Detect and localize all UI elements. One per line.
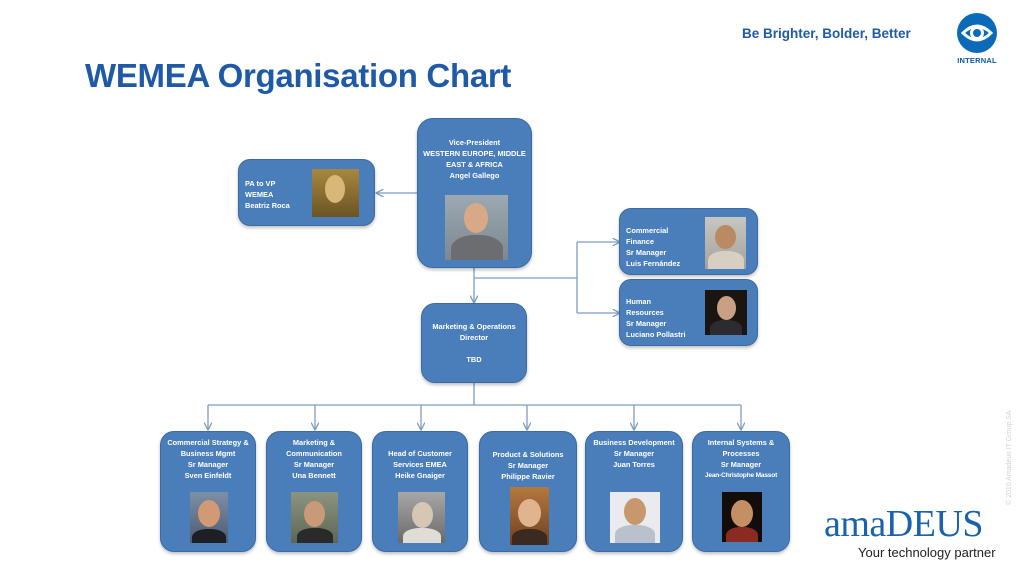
mgr4-photo	[510, 487, 549, 545]
badge-label: INTERNAL	[957, 56, 997, 65]
mgr4-name: Philippe Ravier	[501, 472, 555, 481]
finance-text: Commercial Finance Sr Manager Luis Ferná…	[626, 225, 680, 269]
hr-name: Luciano Pollastri	[626, 330, 686, 339]
mgr2-line-1: Marketing &	[292, 438, 336, 447]
mgr4-text: Product & Solutions Sr Manager Philippe …	[480, 449, 576, 482]
vp-photo	[445, 195, 508, 260]
mgr6-text: Internal Systems & Processes Sr Manager …	[693, 437, 789, 481]
mgr5-name: Juan Torres	[613, 460, 655, 469]
director-box[interactable]: Marketing & Operations Director TBD	[421, 303, 527, 383]
manager-box-commercial-strategy[interactable]: Commercial Strategy & Business Mgmt Sr M…	[160, 431, 256, 552]
mgr3-name: Heike Gnaiger	[395, 471, 445, 480]
mgr2-name: Una Bennett	[292, 471, 336, 480]
pa-photo	[312, 169, 359, 217]
mgr1-name: Sven Einfeldt	[184, 471, 232, 480]
pa-text: PA to VP WEMEA Beatriz Roca	[245, 178, 290, 211]
amadeus-logo: amaDEUS	[824, 503, 984, 545]
mgr3-text: Head of Customer Services EMEA Heike Gna…	[373, 448, 467, 481]
manager-box-internal-systems[interactable]: Internal Systems & Processes Sr Manager …	[692, 431, 790, 552]
mgr4-line-1: Product & Solutions	[492, 450, 564, 459]
mgr2-photo	[291, 492, 338, 543]
hr-text: Human Resources Sr Manager Luciano Polla…	[626, 296, 686, 340]
mgr6-photo	[722, 492, 762, 542]
vp-role: Vice-President	[448, 138, 501, 147]
hr-photo	[705, 290, 747, 335]
mgr1-title: Sr Manager	[187, 460, 229, 469]
mgr6-name: Jean-Christophe Massot	[704, 472, 778, 479]
pa-name: Beatriz Roca	[245, 201, 290, 210]
mgr6-line-2: Processes	[722, 449, 760, 458]
pa-box[interactable]: PA to VP WEMEA Beatriz Roca	[238, 159, 375, 226]
staff-box-finance[interactable]: Commercial Finance Sr Manager Luis Ferná…	[619, 208, 758, 275]
mgr5-line-1: Business Development	[593, 438, 675, 447]
page-title: WEMEA Organisation Chart	[85, 57, 512, 94]
mgr3-line-2: Services EMEA	[393, 460, 447, 469]
mgr5-title: Sr Manager	[613, 449, 655, 458]
director-spacer	[422, 343, 526, 354]
mgr1-line-1: Commercial Strategy &	[167, 438, 249, 447]
mgr1-text: Commercial Strategy & Business Mgmt Sr M…	[161, 437, 255, 481]
hr-dept-1: Human	[626, 297, 652, 306]
vp-name: Angel Gallego	[449, 171, 500, 180]
vp-region-2: EAST & AFRICA	[446, 160, 503, 169]
pa-unit: WEMEA	[245, 190, 274, 199]
pa-role: PA to VP	[245, 179, 276, 188]
finance-name: Luis Fernández	[626, 259, 681, 268]
finance-photo	[705, 217, 746, 269]
mgr3-photo	[398, 492, 445, 543]
mgr6-line-1: Internal Systems &	[707, 438, 775, 447]
director-title: Director	[459, 333, 489, 342]
staff-box-hr[interactable]: Human Resources Sr Manager Luciano Polla…	[619, 279, 758, 346]
finance-dept-2: Finance	[626, 237, 654, 246]
vp-box[interactable]: Vice-President WESTERN EUROPE, MIDDLE EA…	[417, 118, 532, 268]
mgr1-photo	[190, 492, 228, 543]
manager-box-customer-services[interactable]: Head of Customer Services EMEA Heike Gna…	[372, 431, 468, 552]
logo-tagline: Your technology partner	[858, 545, 996, 560]
internal-badge: INTERNAL	[955, 13, 999, 65]
director-dept: Marketing & Operations	[432, 322, 516, 331]
manager-box-business-development[interactable]: Business Development Sr Manager Juan Tor…	[585, 431, 683, 552]
mgr2-text: Marketing & Communication Sr Manager Una…	[267, 437, 361, 481]
vp-region-1: WESTERN EUROPE, MIDDLE	[423, 149, 526, 158]
director-name: TBD	[466, 355, 482, 364]
manager-box-product-solutions[interactable]: Product & Solutions Sr Manager Philippe …	[479, 431, 577, 552]
mgr3-line-1: Head of Customer	[388, 449, 452, 458]
finance-dept-1: Commercial	[626, 226, 669, 235]
finance-title: Sr Manager	[626, 248, 667, 257]
mgr1-line-2: Business Mgmt	[180, 449, 236, 458]
mgr5-photo	[610, 492, 660, 543]
mgr2-line-2: Communication	[286, 449, 342, 458]
vp-text: Vice-President WESTERN EUROPE, MIDDLE EA…	[418, 137, 531, 181]
mgr2-title: Sr Manager	[293, 460, 335, 469]
mgr5-text: Business Development Sr Manager Juan Tor…	[586, 437, 682, 470]
copyright-notice: © 2010 Amadeus IT Group SA	[1006, 410, 1013, 505]
hr-title: Sr Manager	[626, 319, 667, 328]
eye-icon	[957, 13, 997, 53]
director-text: Marketing & Operations Director TBD	[422, 321, 526, 365]
mgr4-title: Sr Manager	[507, 461, 549, 470]
mgr6-title: Sr Manager	[720, 460, 762, 469]
manager-box-marketing-communication[interactable]: Marketing & Communication Sr Manager Una…	[266, 431, 362, 552]
tagline: Be Brighter, Bolder, Better	[742, 26, 911, 41]
hr-dept-2: Resources	[626, 308, 664, 317]
